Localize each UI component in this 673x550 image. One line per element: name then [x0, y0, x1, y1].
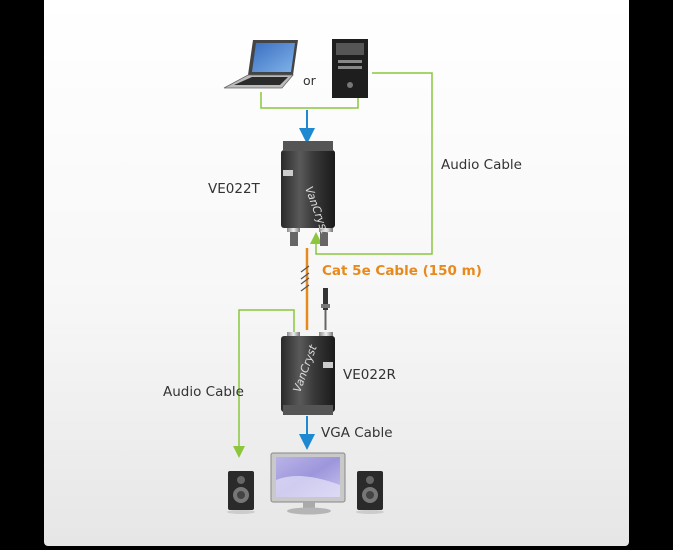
ve022t-device: VanCryst: [281, 141, 335, 246]
lcd-monitor-icon: [270, 452, 346, 515]
pc-output-line: [260, 92, 359, 109]
desktop-tower-icon: [332, 39, 368, 98]
audio-cable-label-left: Audio Cable: [163, 384, 244, 400]
speaker-icon: [227, 471, 255, 514]
ve022t-label: VE022T: [208, 181, 260, 197]
ve022r-device: VanCryst: [281, 332, 335, 415]
laptop-icon: [223, 40, 298, 89]
power-plug-icon: [321, 288, 330, 330]
ve022r-label: VE022R: [343, 367, 396, 383]
or-label: or: [303, 73, 316, 88]
audio-cable-label-right: Audio Cable: [441, 157, 522, 173]
speaker-icon: [356, 471, 384, 514]
audio-cable-line-left: [233, 309, 295, 458]
audio-cable-line-right: [310, 72, 433, 255]
cat5e-cable-label: Cat 5e Cable (150 m): [322, 263, 482, 279]
vga-cable-label: VGA Cable: [321, 425, 393, 441]
